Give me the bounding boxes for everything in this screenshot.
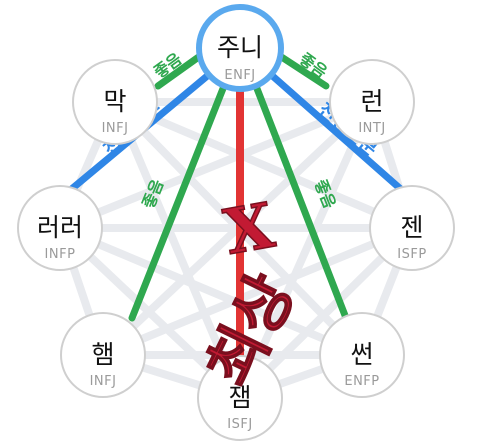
node-name: 썬 [350,340,373,369]
edge-label-good-mak: 좋음 [150,49,185,82]
node-name: 햄 [91,340,114,369]
node-name: 막 [103,87,126,116]
node-sseon: 썬 ENFP [319,312,405,398]
node-type: INFJ [90,374,117,389]
center-type: ENFJ [224,68,255,83]
node-type: INFJ [102,121,129,136]
scrawl-strike: X [219,189,280,269]
node-type: ISFJ [227,417,252,432]
node-reon: 런 INTJ [329,59,415,145]
node-name: 런 [360,87,383,116]
edge-good-reon [276,52,330,90]
node-type: INFP [45,247,76,262]
node-mak: 막 INFJ [72,59,158,145]
edge-label-good-reon: 좋음 [296,49,331,82]
node-jaem: 잼 ISFJ [197,355,283,441]
node-name: 잼 [228,383,251,412]
node-jen: 젠 ISFP [369,185,455,271]
node-type: INTJ [358,121,385,136]
node-name: 러러 [37,213,83,242]
center-name: 주니 [217,33,263,62]
node-reoreo: 러러 INFP [17,185,103,271]
edge-good-sseon [252,82,350,322]
edge-destiny-jen [264,68,408,196]
node-haem: 햄 INFJ [60,312,146,398]
node-type: ENFP [344,374,379,389]
node-type: ISFP [397,247,426,262]
edge-good-haem [128,82,228,322]
edge-good-mak [154,52,204,90]
node-center: 주니 ENFJ [196,4,284,92]
node-name: 젠 [400,213,423,242]
